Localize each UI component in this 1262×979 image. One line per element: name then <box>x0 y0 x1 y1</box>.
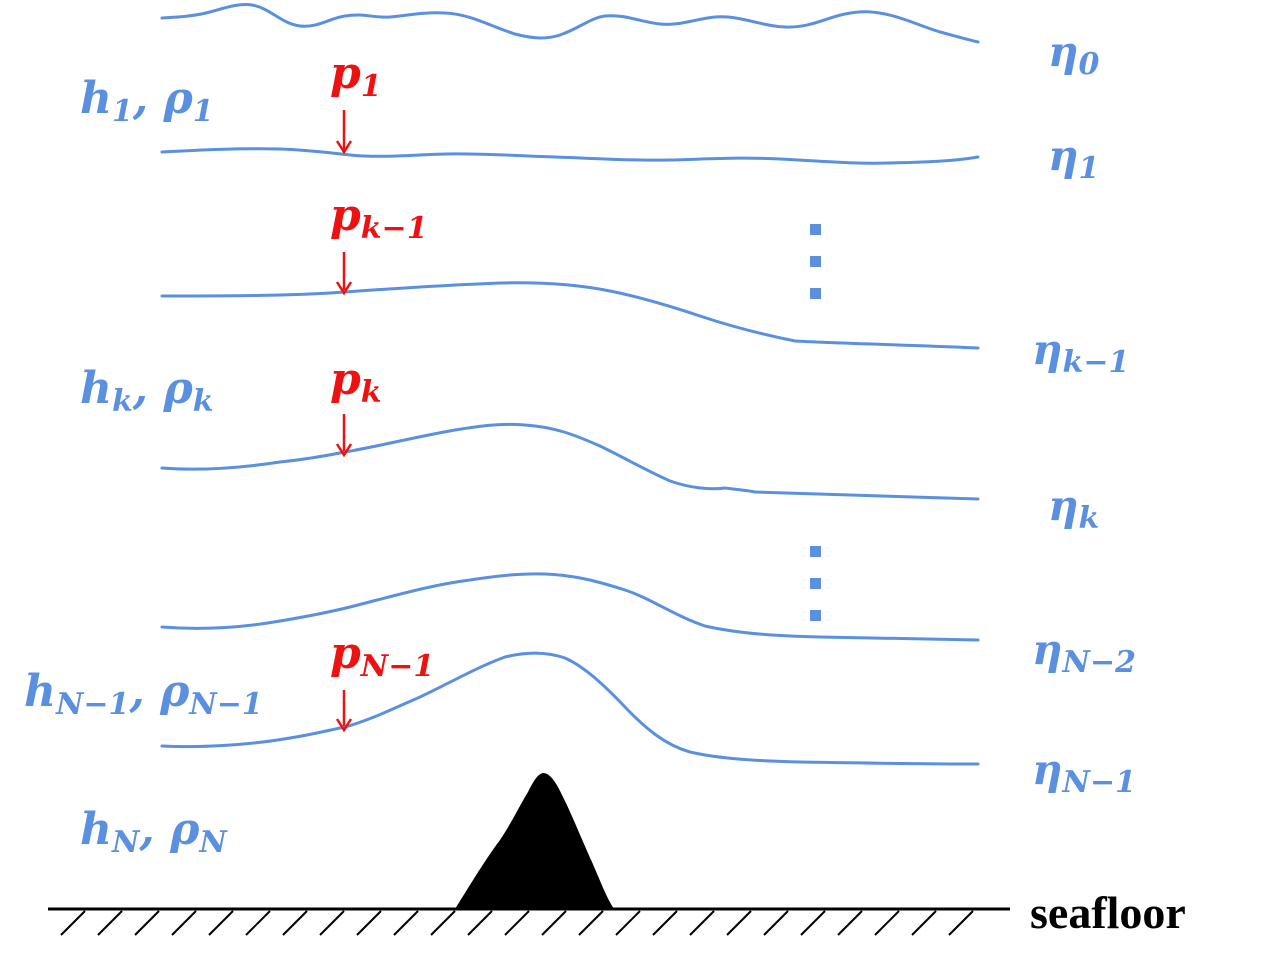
interface-eta-0 <box>160 3 980 44</box>
pressure-arrowhead-pn-minus-1 <box>335 718 353 733</box>
hatch-mark <box>911 910 937 936</box>
hatch-mark <box>208 910 234 936</box>
interface-eta-n-minus-2 <box>160 572 980 642</box>
hatch-mark <box>60 910 86 936</box>
hatch-mark <box>245 910 271 936</box>
hatch-mark <box>837 910 863 936</box>
pressure-label-pn-minus-1: pN−1 <box>330 628 434 684</box>
hatch-mark <box>504 910 530 936</box>
seafloor-bump <box>455 773 614 909</box>
interface-eta-n-minus-1 <box>160 651 980 766</box>
ellipsis-upper <box>810 224 821 299</box>
layer-label-n-minus-1: hN−1, ρN−1 <box>24 666 263 722</box>
hatch-mark <box>430 910 456 936</box>
ellipsis-dot <box>810 578 821 589</box>
layer-labels: h1, ρ1 hk, ρk hN−1, ρN−1 hN, ρN <box>24 73 263 860</box>
pressure-arrowhead-p1 <box>335 140 353 155</box>
hatch-mark <box>134 910 160 936</box>
hatch-mark <box>652 910 678 936</box>
hatch-mark <box>578 910 604 936</box>
pressure-label-p1: p1 <box>330 48 382 104</box>
interface-label-eta-n-minus-1: ηN−1 <box>1032 745 1136 800</box>
pressure-label-pk-minus-1: pk−1 <box>330 190 428 246</box>
hatch-mark <box>97 910 123 936</box>
interface-label-eta-n-minus-2: ηN−2 <box>1032 625 1136 680</box>
interface-eta-k <box>160 422 980 501</box>
seafloor-hatching <box>60 910 974 936</box>
seafloor-ground <box>48 907 1010 936</box>
pressure-arrowhead-pk <box>335 443 353 458</box>
hatch-mark <box>948 910 974 936</box>
hatch-mark <box>800 910 826 936</box>
hatch-mark <box>874 910 900 936</box>
hatch-mark <box>726 910 752 936</box>
ellipsis-dot <box>810 224 821 235</box>
pressure-labels: p1 pk−1 pk pN−1 <box>330 48 434 684</box>
ellipsis-dot <box>810 610 821 621</box>
interface-label-eta-k-minus-1: ηk−1 <box>1032 325 1129 380</box>
ellipsis-lower <box>810 546 821 621</box>
layer-label-1: h1, ρ1 <box>80 73 214 129</box>
pressure-arrows <box>335 110 353 733</box>
ellipsis-dot <box>810 546 821 557</box>
interface-eta-k-minus-1 <box>160 281 980 350</box>
pressure-arrowhead-pk-minus-1 <box>335 281 353 296</box>
hatch-mark <box>615 910 641 936</box>
hatch-mark <box>541 910 567 936</box>
hatch-mark <box>356 910 382 936</box>
ellipsis-dot <box>810 256 821 267</box>
ellipsis-dot <box>810 288 821 299</box>
hatch-mark <box>282 910 308 936</box>
layer-label-k: hk, ρk <box>80 363 214 419</box>
interface-curves <box>160 3 980 766</box>
interface-label-eta-k: ηk <box>1048 481 1099 536</box>
hatch-mark <box>763 910 789 936</box>
layer-label-n: hN, ρN <box>80 804 228 860</box>
hatch-mark <box>319 910 345 936</box>
hatch-mark <box>689 910 715 936</box>
hatch-mark <box>393 910 419 936</box>
pressure-label-pk: pk <box>330 354 382 410</box>
hatch-mark <box>171 910 197 936</box>
interface-label-eta-1: η1 <box>1048 131 1099 186</box>
seafloor-label: seafloor <box>1030 887 1186 938</box>
interface-labels: η0 η1 ηk−1 ηk ηN−2 ηN−1 <box>1032 27 1136 800</box>
interface-eta-1 <box>160 147 980 165</box>
hatch-mark <box>467 910 493 936</box>
interface-label-eta-0: η0 <box>1048 27 1100 82</box>
